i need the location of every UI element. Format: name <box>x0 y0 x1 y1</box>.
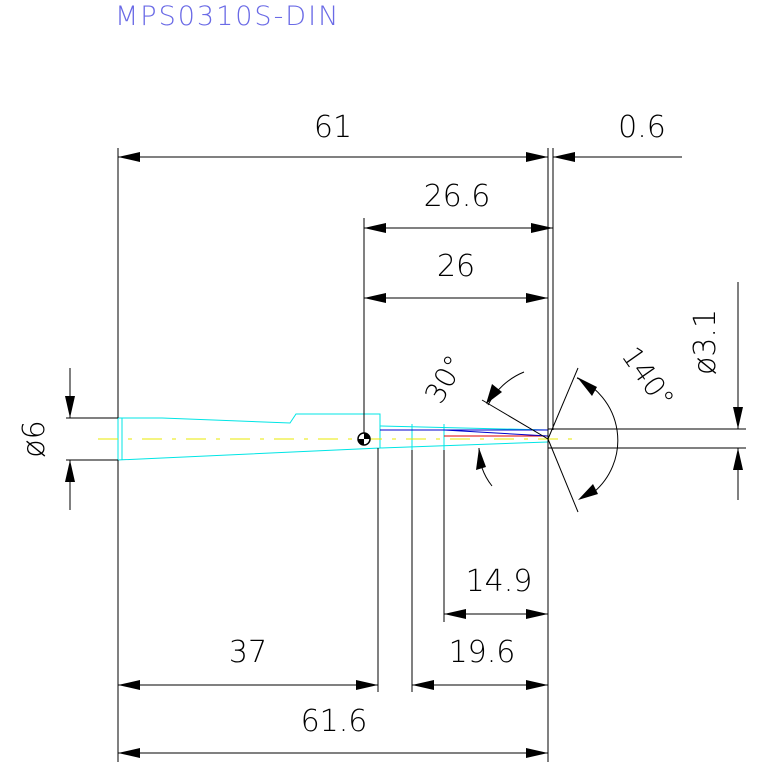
dimension-61: 61 <box>118 110 548 162</box>
dimension-0-6-label: 0.6 <box>618 110 666 145</box>
dimension-61-6-label: 61.6 <box>301 704 368 739</box>
tip-cone-top <box>443 429 549 437</box>
angle-140: 140° <box>547 340 681 513</box>
dimension-37-label: 37 <box>229 635 267 670</box>
dimension-14-9-label: 14.9 <box>466 564 533 599</box>
angle-30-label: 30° <box>418 350 471 409</box>
dimension-61-label: 61 <box>314 110 352 145</box>
dimension-26-6-label: 26.6 <box>424 179 491 214</box>
extension-lines <box>66 148 746 762</box>
dimension-19-6: 19.6 <box>412 635 548 690</box>
dimension-diameter-6: ø6 <box>17 368 75 510</box>
dimension-26-6: 26.6 <box>364 179 553 233</box>
dimension-diameter-3-1: ø3.1 <box>688 282 743 500</box>
dimension-diameter-6-label: ø6 <box>17 420 52 457</box>
dimension-26: 26 <box>364 249 548 303</box>
dimension-diameter-3-1-label: ø3.1 <box>688 309 723 375</box>
tool-outline <box>117 413 549 461</box>
dimension-26-label: 26 <box>437 249 475 284</box>
angle-140-label: 140° <box>615 340 681 414</box>
angle-30: 30° <box>418 350 549 487</box>
dimension-37: 37 <box>118 635 378 690</box>
dimension-19-6-label: 19.6 <box>449 635 516 670</box>
datum-marker-icon <box>357 432 371 446</box>
dimension-61-6: 61.6 <box>118 704 548 758</box>
dimension-14-9: 14.9 <box>444 564 548 619</box>
dimension-0-6: 0.6 <box>553 110 682 162</box>
drawing-title: MPS0310S-DIN <box>115 1 340 32</box>
